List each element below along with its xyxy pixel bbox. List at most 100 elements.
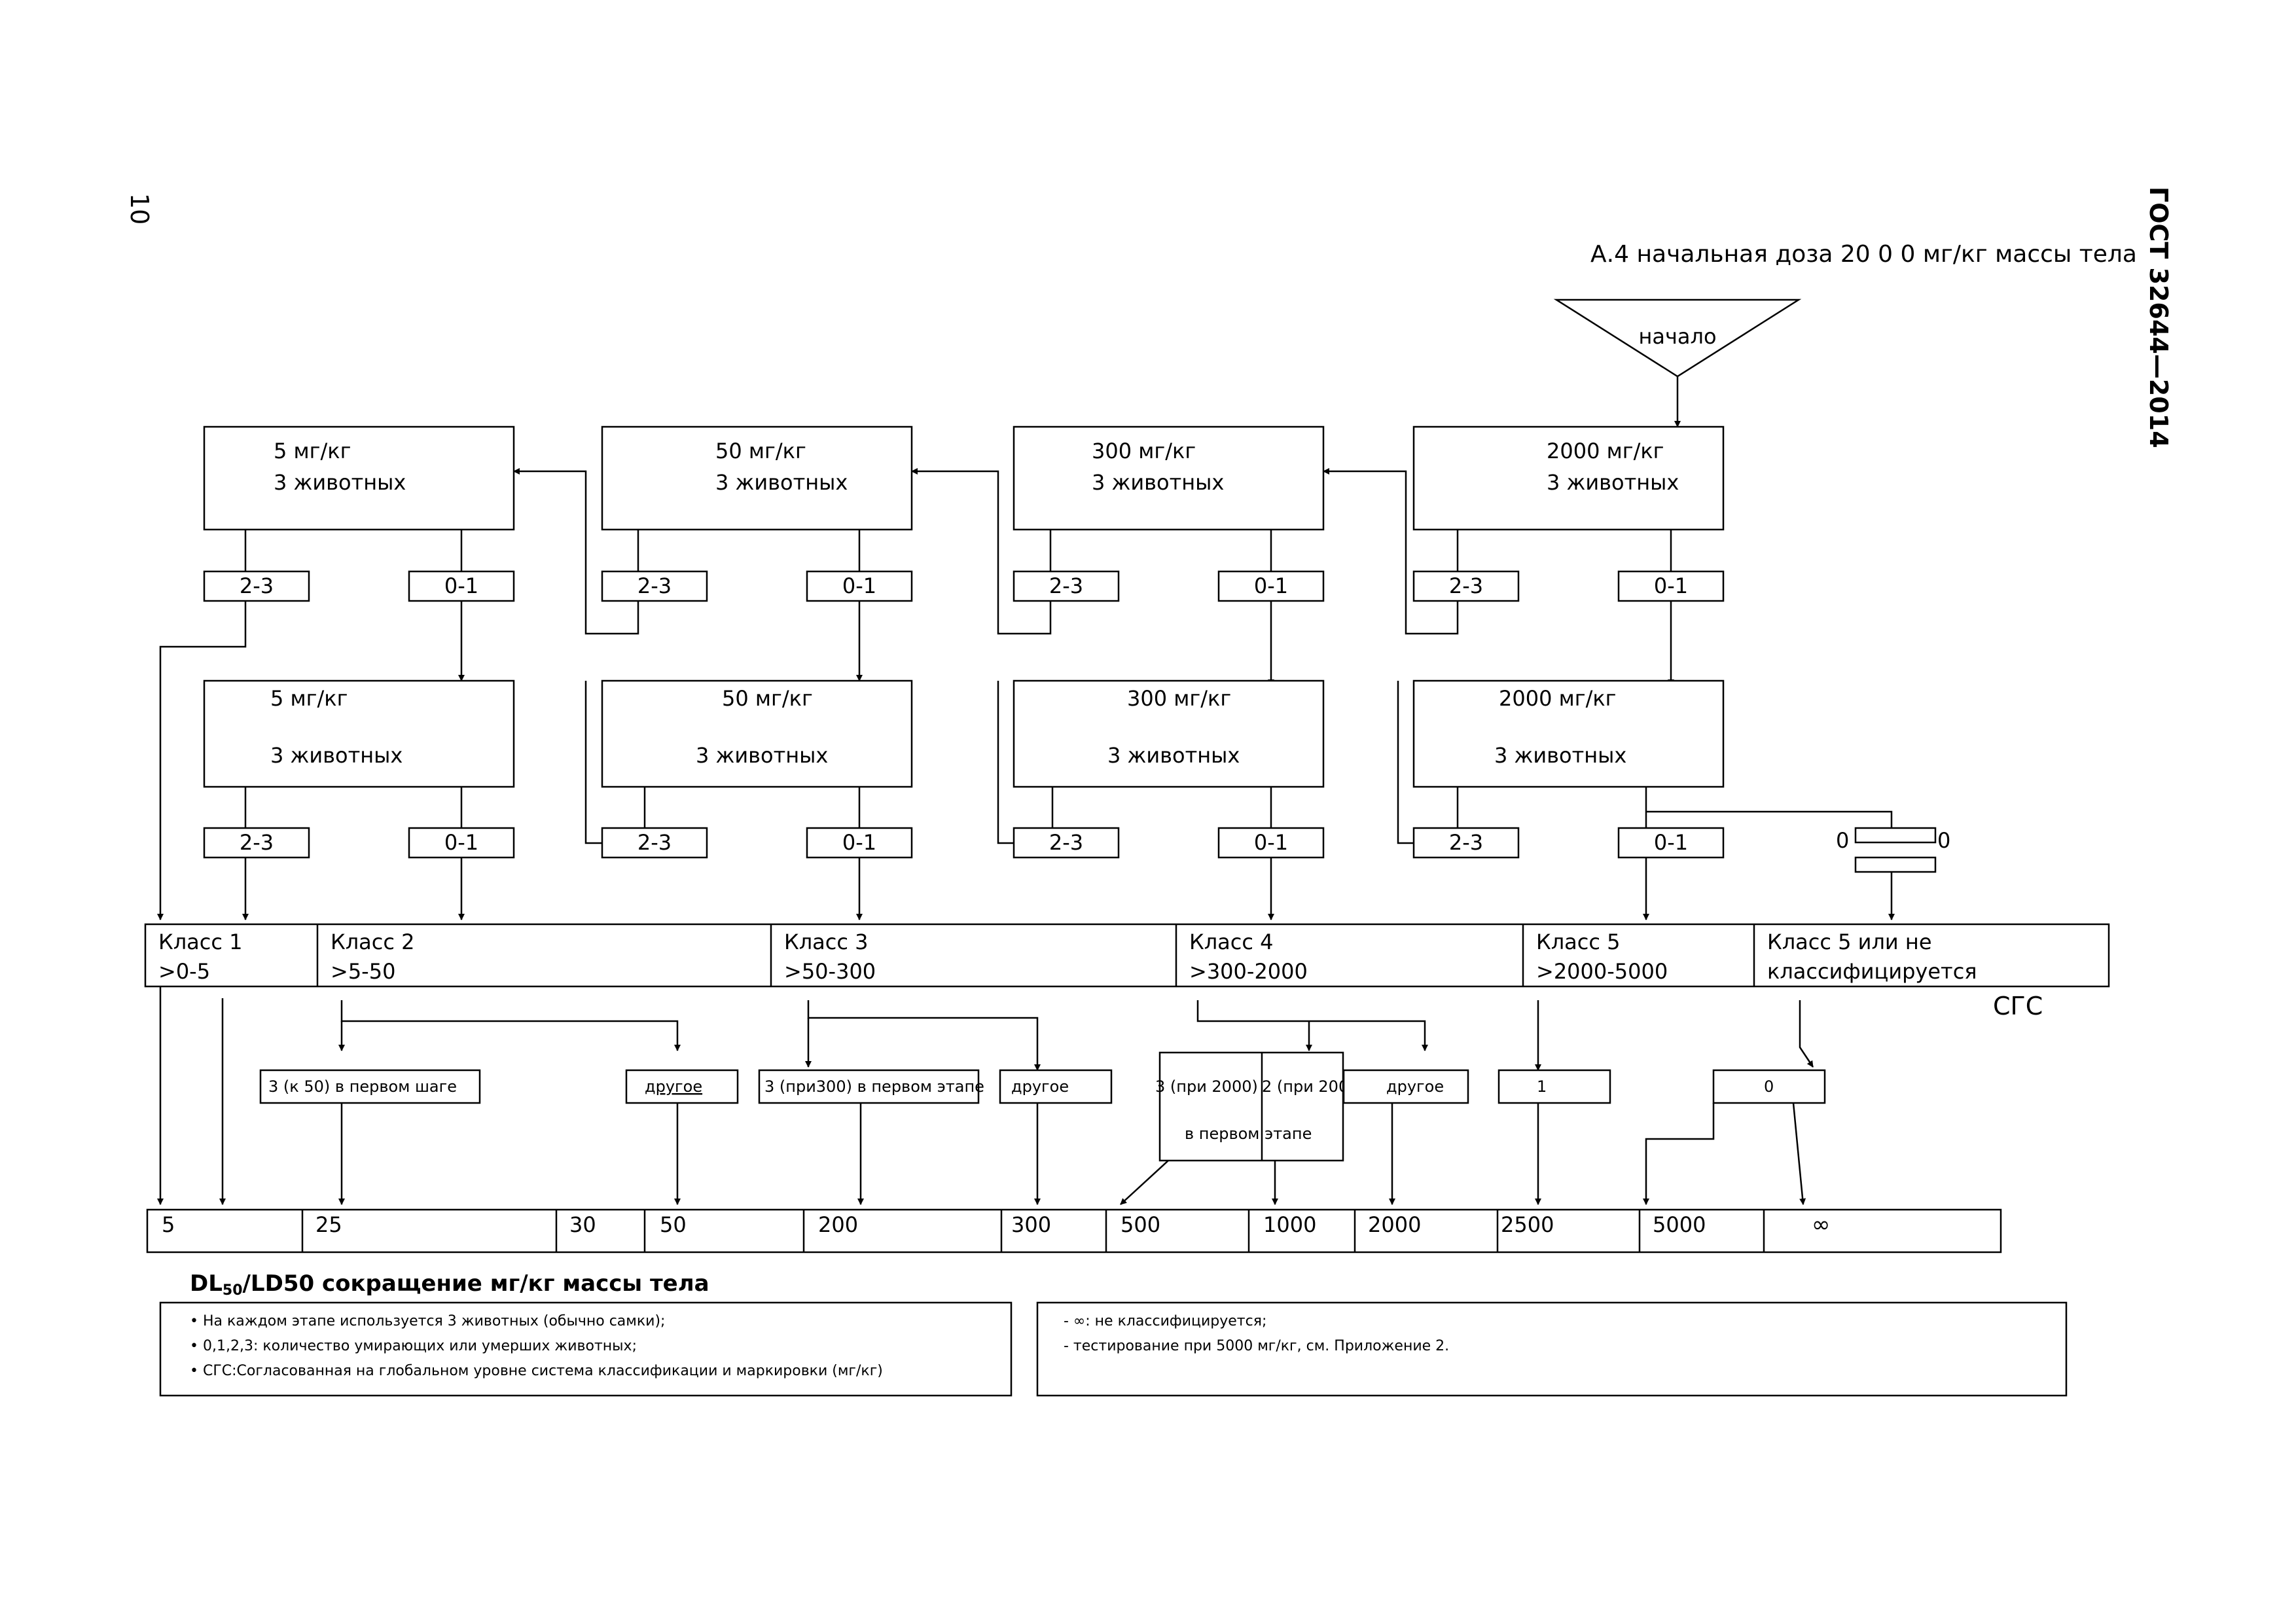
- scale-500: 500: [1121, 1212, 1160, 1237]
- row2-loop-arrows: [584, 681, 1414, 844]
- scale-2000: 2000: [1368, 1212, 1421, 1237]
- class-6-range: классифицируется: [1767, 959, 1977, 984]
- outcome-lo-label: 0-1: [1654, 573, 1688, 598]
- dose-box-row1-50: 50 мг/кг 3 животных: [601, 425, 913, 531]
- dose-label: 50 мг/кг: [722, 686, 813, 711]
- outcome-hi-label: 2-3: [1049, 573, 1083, 598]
- outcome-lo-label: 0-1: [842, 830, 876, 855]
- scale-1000: 1000: [1263, 1212, 1316, 1237]
- dose-box-row2-50: 50 мг/кг 3 животных: [601, 679, 913, 788]
- outcome-hi-label: 2-3: [240, 573, 274, 598]
- outcome-row2: 2-3 0-1 2-3 0-1 2-3 0-1 2-3 0-1 0 0: [203, 827, 1950, 873]
- dose-box-row2-300: 300 мг/кг 3 животных: [1013, 679, 1325, 788]
- scale-arrows: [338, 1102, 1806, 1205]
- dose-box-row1-300: 300 мг/кг 3 животных: [1013, 425, 1325, 531]
- row1-loop-arrows: [157, 468, 1459, 920]
- start-node: начало: [1553, 298, 1802, 378]
- animals-label: 3 животных: [715, 470, 848, 495]
- animals-label: 3 животных: [1547, 470, 1679, 495]
- row2-down-arrows: [242, 857, 1895, 920]
- c4-first-label: в первом этапе: [1185, 1125, 1312, 1143]
- outcome-row1: 2-3 0-1 2-3 0-1 2-3 0-1 2-3 0-1: [203, 570, 1725, 602]
- row1-connectors: [244, 530, 1672, 571]
- page-heading: А.4 начальная доза 20 0 0 мг/кг массы те…: [1590, 241, 2137, 268]
- scale-25: 25: [315, 1212, 342, 1237]
- dose-label: 300 мг/кг: [1092, 439, 1196, 463]
- animals-label: 3 животных: [274, 470, 406, 495]
- c3-first-label: 3 (при300) в первом этапе: [764, 1077, 984, 1096]
- animals-label: 3 животных: [1092, 470, 1224, 495]
- class-1-range: >0-5: [158, 959, 210, 984]
- ld50-scale: 5 25 30 50 200 300 500 1000 2000 2500 50…: [146, 1208, 2002, 1254]
- c2-other-label: другое: [645, 1077, 702, 1096]
- dose-label: 2000 мг/кг: [1547, 439, 1664, 463]
- c4-other-label: другое: [1386, 1077, 1444, 1096]
- class-1-name: Класс 1: [158, 929, 243, 954]
- dose-label: 50 мг/кг: [715, 439, 806, 463]
- dose-label: 2000 мг/кг: [1499, 686, 1616, 711]
- class-4-range: >300-2000: [1189, 959, 1308, 984]
- dose-label: 300 мг/кг: [1127, 686, 1231, 711]
- scale-title-dl: DL: [190, 1271, 223, 1297]
- outcome-hi-label: 2-3: [1449, 830, 1483, 855]
- scale-5: 5: [162, 1212, 175, 1237]
- class-3-range: >50-300: [784, 959, 876, 984]
- sub-boxes: 3 (к 50) в первом шаге другое 3 (при300)…: [259, 1051, 1826, 1162]
- notes-left-box: • На каждом этапе используется 3 животны…: [159, 1301, 1013, 1397]
- outcome-hi-label: 2-3: [637, 830, 672, 855]
- scale-50: 50: [660, 1212, 687, 1237]
- animals-label: 3 животных: [1494, 743, 1626, 768]
- class-3-name: Класс 3: [784, 929, 869, 954]
- ghs-label: СГС: [1993, 992, 2043, 1020]
- outcome-hi-label: 2-3: [1449, 573, 1483, 598]
- note-left-2: • 0,1,2,3: количество умирающих или умер…: [190, 1338, 637, 1354]
- outcome-lo-label: 0-1: [444, 830, 478, 855]
- outcome-lo-label: 0-1: [1654, 830, 1688, 855]
- scale-5000: 5000: [1653, 1212, 1706, 1237]
- scale-200: 200: [818, 1212, 858, 1237]
- dose-label: 5 мг/кг: [274, 439, 351, 463]
- note-right-2: - тестирование при 5000 мг/кг, см. Прило…: [1064, 1338, 1449, 1354]
- row2-connectors: [244, 787, 1893, 828]
- standard-title: ГОСТ 32644—2014: [2144, 187, 2173, 448]
- note-left-1: • На каждом этапе используется 3 животны…: [190, 1313, 665, 1329]
- row1-down-arrows: [458, 601, 1674, 686]
- zero-left: 0: [1836, 828, 1849, 853]
- outcome-lo-label: 0-1: [1254, 573, 1288, 598]
- scale-30: 30: [569, 1212, 596, 1237]
- notes-right-box: - ∞: не классифицируется; - тестирование…: [1036, 1301, 2068, 1397]
- class-branches: [157, 986, 1814, 1205]
- dose-box-row2-5: 5 мг/кг 3 животных: [203, 679, 515, 788]
- animals-label: 3 животных: [696, 743, 828, 768]
- start-label: начало: [1638, 324, 1716, 349]
- outcome-lo-label: 0-1: [1254, 830, 1288, 855]
- scale-title: DL50/LD50 сокращение мг/кг массы тела: [190, 1271, 709, 1299]
- note-right-1: - ∞: не классифицируется;: [1064, 1313, 1266, 1329]
- dose-box-row1-5: 5 мг/кг 3 животных: [203, 425, 515, 531]
- c4-a-label: 3 (при 2000): [1155, 1077, 1258, 1096]
- dose-box-row1-2000: 2000 мг/кг 3 животных: [1412, 425, 1725, 531]
- class-5-range: >2000-5000: [1536, 959, 1668, 984]
- c5-label: 1: [1537, 1077, 1547, 1096]
- class-table: Класс 1 >0-5 Класс 2 >5-50 Класс 3 >50-3…: [144, 923, 2110, 988]
- note-left-3: • СГС:Согласованная на глобальном уровне…: [190, 1363, 883, 1379]
- scale-300: 300: [1011, 1212, 1051, 1237]
- class-6-name: Класс 5 или не: [1767, 929, 1932, 954]
- page-number: 10: [125, 193, 154, 225]
- c3-other-label: другое: [1011, 1077, 1069, 1096]
- animals-label: 3 животных: [1107, 743, 1240, 768]
- outcome-hi-label: 2-3: [637, 573, 672, 598]
- scale-infinity: ∞: [1812, 1212, 1830, 1238]
- scale-title-sub: 50: [223, 1282, 243, 1299]
- outcome-lo-label: 0-1: [842, 573, 876, 598]
- c2-first-label: 3 (к 50) в первом шаге: [268, 1077, 457, 1096]
- outcome-hi-label: 2-3: [240, 830, 274, 855]
- class-4-name: Класс 4: [1189, 929, 1274, 954]
- scale-2500: 2500: [1501, 1212, 1554, 1237]
- zero-right: 0: [1937, 828, 1950, 853]
- outcome-lo-label: 0-1: [444, 573, 478, 598]
- class-2-name: Класс 2: [331, 929, 415, 954]
- animals-label: 3 животных: [270, 743, 403, 768]
- class-5-name: Класс 5: [1536, 929, 1621, 954]
